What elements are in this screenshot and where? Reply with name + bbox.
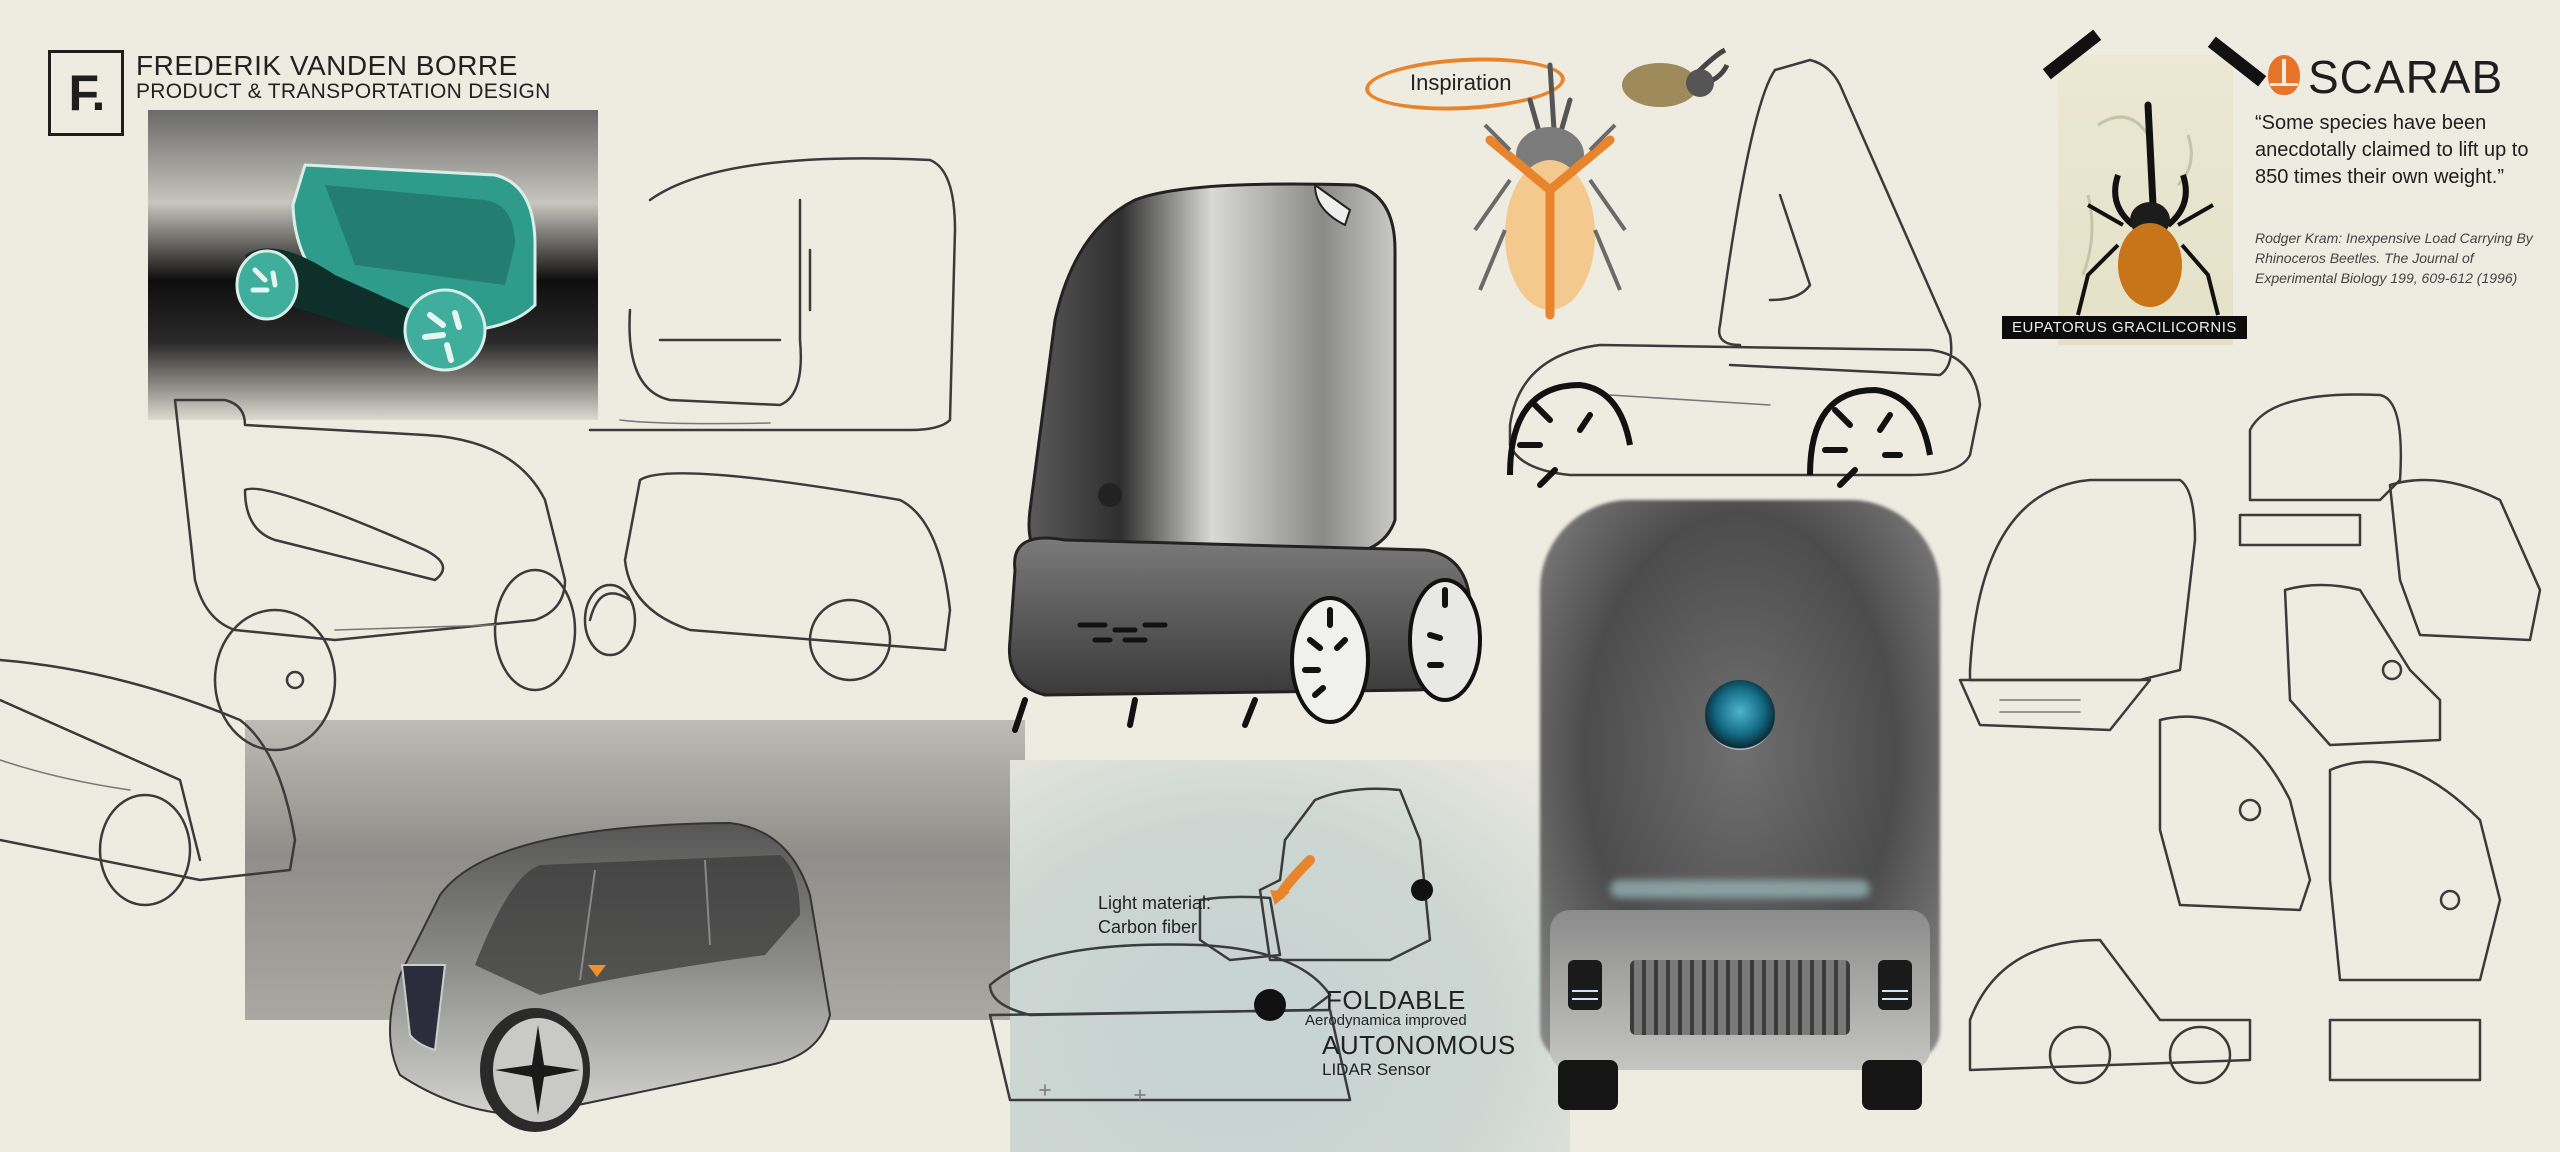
specimen-caption: EUPATORUS GRACILICORNIS <box>2002 316 2247 339</box>
rhinoceros-beetle-icon <box>1473 62 1627 320</box>
scarab-quote: “Some species have been anecdotally clai… <box>2255 112 2529 188</box>
lidar-eye-icon-lower <box>1254 989 1286 1021</box>
annotation-autonomous: AUTONOMOUS <box>1322 1030 1516 1060</box>
tire-left-icon <box>1558 1060 1618 1110</box>
orange-arrow-icon <box>1275 855 1315 900</box>
passenger-van-render <box>389 821 832 1132</box>
annotation-foldable: FOLDABLE <box>1326 985 1466 1015</box>
scarab-logo-icon <box>2268 55 2300 95</box>
lidar-eye-icon-upper <box>1411 879 1433 901</box>
sketch-wheel-front-icon <box>1807 386 1933 488</box>
beetle-side-view-icon <box>1622 47 1730 107</box>
sketch-wheel-rear-icon <box>1507 381 1633 488</box>
headlamp-left-icon <box>1568 960 1602 1010</box>
hercules-beetle-icon <box>2076 101 2220 316</box>
van-wheel-front-icon <box>480 1008 590 1132</box>
scarab-title: SCARAB <box>2308 51 2504 103</box>
front-view-pencil-sketches <box>1958 393 2542 1085</box>
designer-name: FREDERIK VANDEN BORRE <box>136 50 518 81</box>
tire-right-icon <box>1862 1060 1922 1110</box>
headlamp-right-icon <box>1878 960 1912 1010</box>
scarab-side-pencil-sketch <box>1507 58 1982 488</box>
pod-sensor-icon <box>1098 483 1122 507</box>
pod-vehicle-marker-render <box>1007 182 1482 733</box>
annotation-aerodynamics: Aerodynamica improved <box>1305 1012 1467 1029</box>
annotation-lidar-sensor: LIDAR Sensor <box>1322 1060 1431 1079</box>
annotation-carbon-fiber: Carbon fiber <box>1098 917 1198 937</box>
front-bus-pencil-sketch <box>0 658 297 907</box>
side-view-pencil-sketch <box>173 398 577 752</box>
annotation-light-material: Light material: <box>1098 893 1212 913</box>
teal-wheel-front-icon <box>403 288 487 372</box>
scarab-citation: Rodger Kram: Inexpensive Load Carrying B… <box>2255 230 2533 286</box>
lidar-sensor-icon <box>1705 680 1775 750</box>
teal-wheel-rear-icon <box>235 249 299 321</box>
front-grille <box>1630 960 1850 1035</box>
van-orange-indicator-icon <box>588 965 606 977</box>
front-light-strip <box>1610 880 1870 898</box>
autonomous-pod-front-render <box>1540 490 1940 1120</box>
van-front-panel <box>400 964 447 1052</box>
designer-discipline: PRODUCT & TRANSPORTATION DESIGN <box>136 80 551 103</box>
cabin-pencil-sketches <box>583 157 957 682</box>
inspiration-label: Inspiration <box>1410 70 1512 95</box>
foldable-concept-sketch <box>988 787 1433 1102</box>
brand-logo: F. <box>48 50 124 136</box>
pod-wheel-rear-icon <box>1408 578 1482 702</box>
teal-vehicle-render <box>235 163 537 372</box>
brand-logo-letter: F. <box>68 65 106 121</box>
pod-wheel-front-icon <box>1290 596 1370 724</box>
annotation-backdrop <box>1010 760 1570 1152</box>
